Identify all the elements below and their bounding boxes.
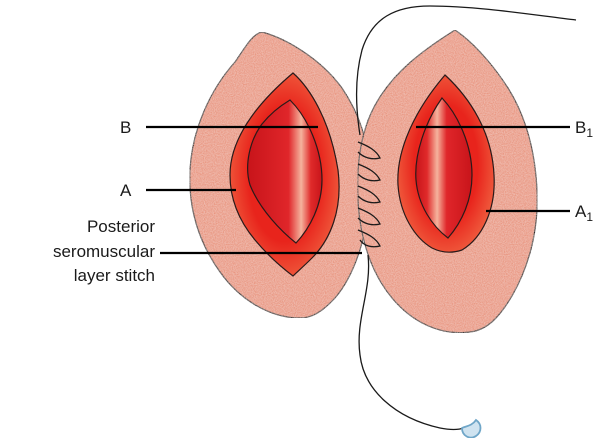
label-b1-main: B bbox=[575, 118, 586, 137]
label-b1-subscript: 1 bbox=[586, 126, 593, 140]
label-b: B bbox=[120, 118, 131, 137]
label-stitch-line-3: layer stitch bbox=[74, 266, 155, 285]
label-b1: B1 bbox=[575, 118, 593, 140]
right-bowel-end bbox=[358, 30, 538, 333]
left-bowel-end bbox=[190, 32, 370, 318]
needle-icon bbox=[462, 420, 481, 438]
label-stitch-line-1: Posterior bbox=[87, 217, 155, 236]
label-a1: A1 bbox=[575, 202, 593, 224]
label-a1-main: A bbox=[575, 202, 587, 221]
label-a1-subscript: 1 bbox=[586, 210, 593, 224]
label-stitch-line-2: seromuscular bbox=[53, 242, 155, 261]
label-a: A bbox=[120, 181, 132, 200]
